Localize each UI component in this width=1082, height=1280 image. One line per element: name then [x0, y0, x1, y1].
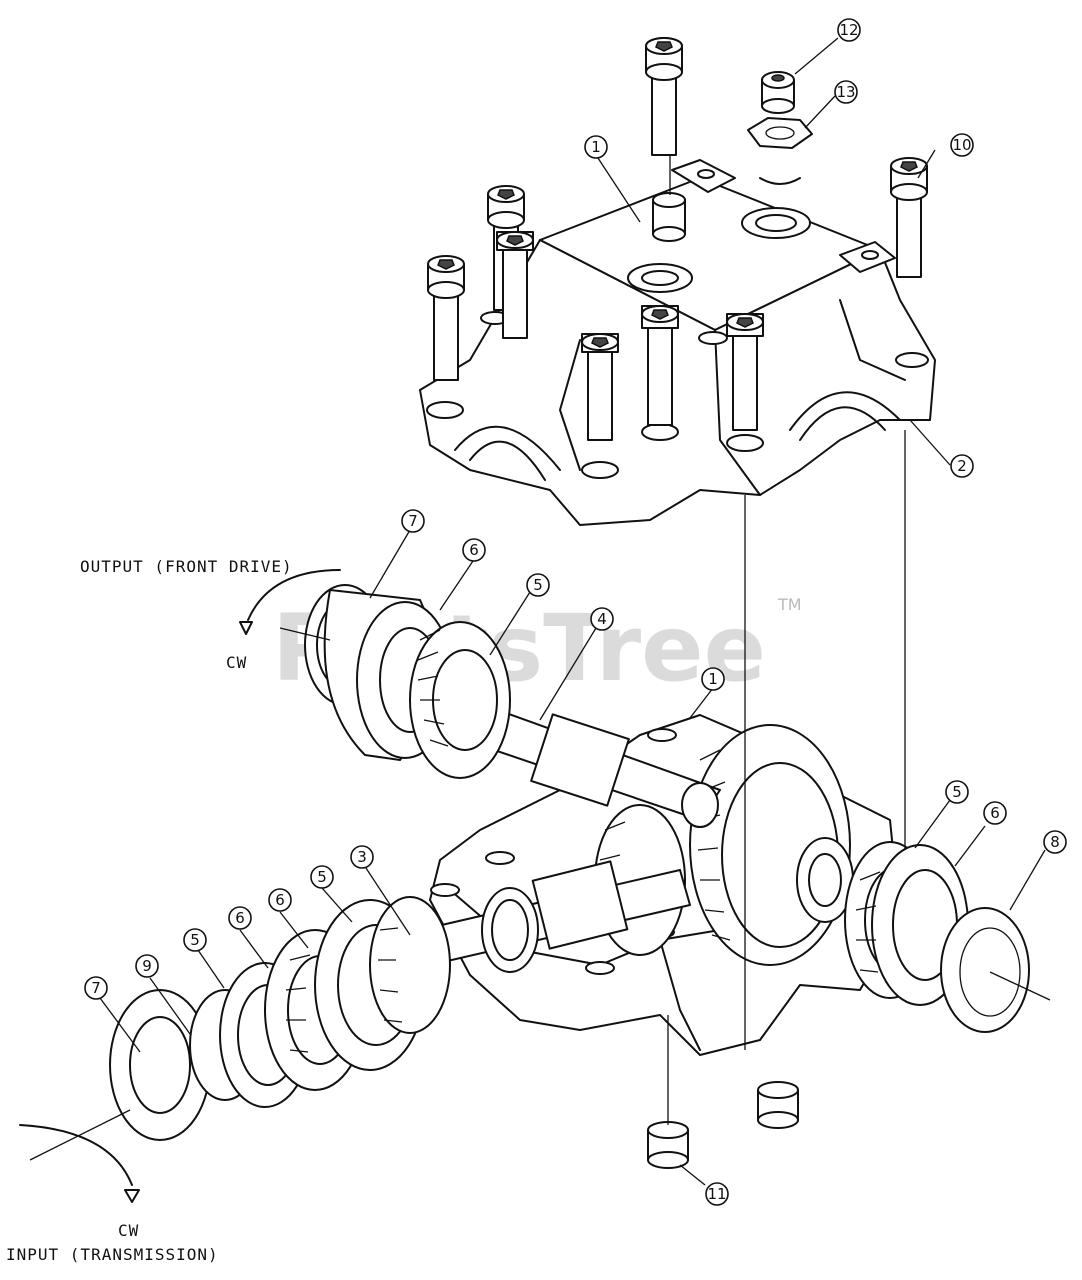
upper-housing [419, 159, 936, 526]
svg-text:7: 7 [91, 979, 101, 997]
svg-text:6: 6 [235, 909, 245, 927]
dowel-pin-spare [757, 1081, 799, 1129]
hex-nut [747, 117, 813, 149]
svg-text:5: 5 [533, 576, 543, 594]
svg-text:11: 11 [707, 1185, 726, 1203]
callout-10: 10 [950, 133, 974, 157]
callout-8: 8 [1043, 830, 1067, 854]
callout-13: 13 [834, 80, 858, 104]
end-cap-8 [940, 907, 1030, 1033]
callout-6-lower-b: 6 [228, 906, 252, 930]
svg-text:9: 9 [142, 957, 152, 975]
callout-6-right: 6 [983, 801, 1007, 825]
svg-text:1: 1 [591, 138, 601, 156]
callout-7-upper: 7 [401, 509, 425, 533]
input-shaft [419, 837, 854, 973]
svg-text:3: 3 [357, 848, 367, 866]
input-rotation-label: CW [118, 1221, 139, 1240]
callout-6-upper: 6 [462, 538, 486, 562]
svg-text:5: 5 [190, 931, 200, 949]
cap-screw-mid-right [726, 313, 764, 431]
cap-screw-left-front [427, 255, 465, 381]
callout-5-lower-b: 5 [183, 928, 207, 952]
cap-screw-set [427, 37, 928, 441]
input-bearing-stack [109, 896, 451, 1141]
svg-text:12: 12 [839, 21, 858, 39]
callout-1-top: 1 [584, 135, 608, 159]
svg-text:5: 5 [317, 868, 327, 886]
output-label: OUTPUT (FRONT DRIVE) [80, 557, 293, 576]
dowel-pin-top [652, 192, 686, 242]
callout-12: 12 [837, 18, 861, 42]
callout-leaders [99, 37, 1046, 1186]
svg-text:2: 2 [957, 457, 967, 475]
dowel-pin-bottom [647, 1121, 689, 1169]
svg-text:10: 10 [952, 136, 971, 154]
callout-1-lower: 1 [701, 667, 725, 691]
svg-text:1: 1 [708, 670, 718, 688]
output-rotation-label: CW [226, 653, 247, 672]
cap-screw-top [645, 37, 683, 156]
svg-text:6: 6 [275, 891, 285, 909]
callout-3: 3 [350, 845, 374, 869]
callout-6-lower-a: 6 [268, 888, 292, 912]
svg-text:13: 13 [836, 83, 855, 101]
cap-screw-mid-front [641, 305, 679, 426]
callout-4: 4 [590, 607, 614, 631]
seal-arc [759, 177, 801, 185]
cap-screw-right [890, 157, 928, 278]
input-label: INPUT (TRANSMISSION) [6, 1245, 219, 1264]
vent-plug [761, 71, 795, 114]
callout-5-upper: 5 [526, 573, 550, 597]
cap-screw-mid-center [581, 333, 619, 441]
callout-2: 2 [950, 454, 974, 478]
output-bearing-stack [304, 584, 511, 779]
callout-9: 9 [135, 954, 159, 978]
callout-7-lower: 7 [84, 976, 108, 1000]
callout-5-lower-a: 5 [310, 865, 334, 889]
svg-text:7: 7 [408, 512, 418, 530]
cap-screw-mid-left [496, 231, 534, 339]
callout-11: 11 [705, 1182, 729, 1206]
svg-text:4: 4 [597, 610, 607, 628]
watermark-trademark: TM [777, 595, 802, 614]
svg-text:5: 5 [952, 783, 962, 801]
svg-text:6: 6 [990, 804, 1000, 822]
output-rotation-indicator [239, 569, 341, 641]
svg-text:8: 8 [1050, 833, 1060, 851]
svg-text:6: 6 [469, 541, 479, 559]
right-bearing-stack [844, 841, 1051, 1033]
callout-5-right: 5 [945, 780, 969, 804]
input-rotation-indicator [19, 1109, 140, 1203]
